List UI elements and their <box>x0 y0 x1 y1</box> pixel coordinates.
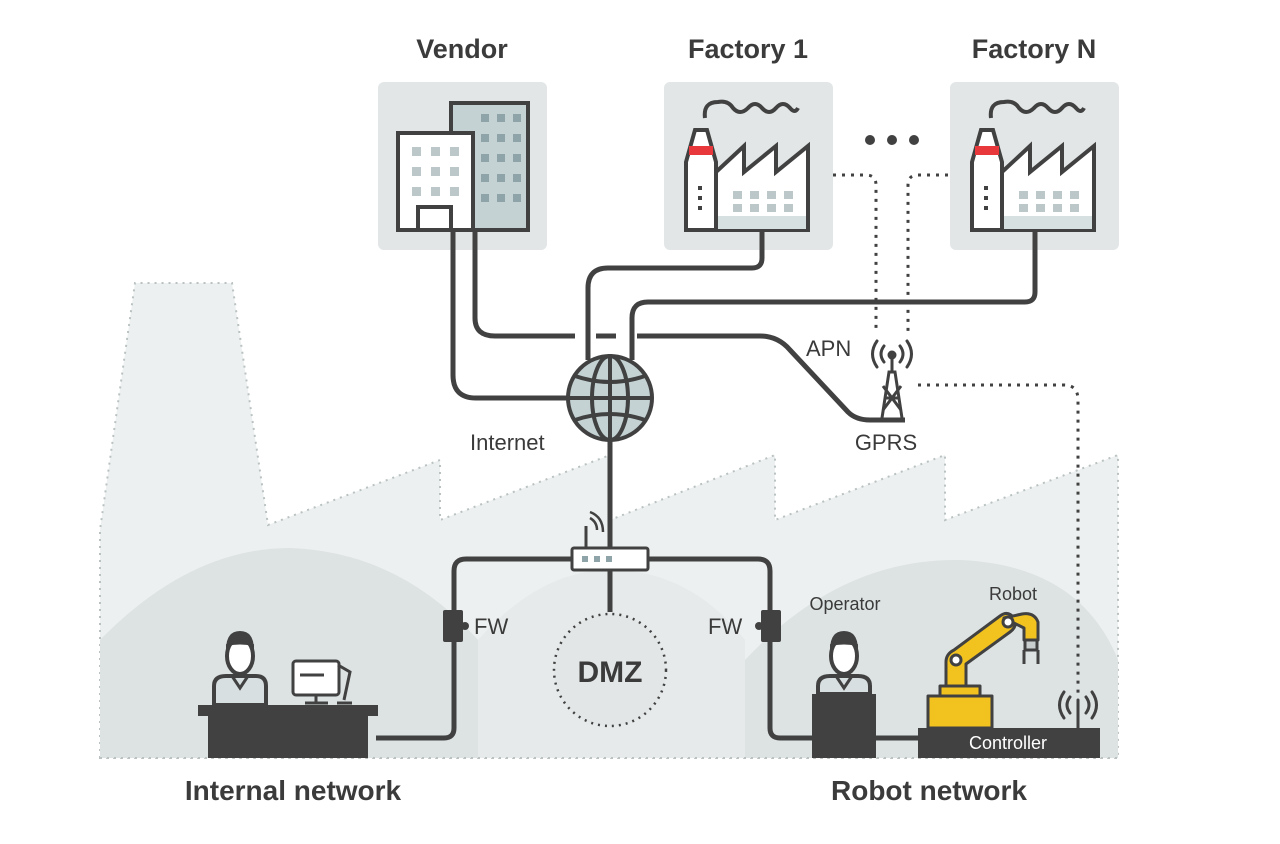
dmz-zone <box>552 612 668 728</box>
monitor-icon <box>291 659 352 705</box>
gprs-label: GPRS <box>855 430 917 455</box>
fw-right-label: FW <box>708 614 742 639</box>
vendor-label: Vendor <box>416 34 508 64</box>
fw-left-label: FW <box>474 614 508 639</box>
robot-operator-person-icon <box>816 630 872 696</box>
factory-1-label: Factory 1 <box>688 34 808 64</box>
internal-zone-shape <box>100 548 478 758</box>
dotted-wireless-links <box>833 173 1080 696</box>
vendor-building-icon <box>396 101 530 232</box>
internet-label: Internet <box>470 430 545 455</box>
firewall-left-icon <box>443 610 469 642</box>
controller-box <box>918 728 1100 758</box>
robot-label: Robot <box>989 584 1037 604</box>
factory-n-label: Factory N <box>972 34 1097 64</box>
internal-operator-person-icon <box>212 630 268 707</box>
robot-network-label: Robot network <box>831 775 1027 806</box>
dmz-label: DMZ <box>578 656 643 689</box>
globe-icon <box>566 354 654 442</box>
more-factories-ellipsis <box>865 135 919 145</box>
controller-label: Controller <box>969 733 1047 753</box>
firewall-right-icon <box>755 610 781 642</box>
robot-arm-icon <box>926 611 1040 730</box>
factory-1-icon <box>684 99 810 232</box>
controller-wireless-icon <box>1058 690 1098 730</box>
apn-label: APN <box>806 336 851 361</box>
connection-lines <box>376 232 1038 741</box>
router-icon <box>570 510 650 572</box>
apn-signal-icon <box>871 339 913 369</box>
robot-operator-desk <box>812 694 876 758</box>
internal-desk <box>198 705 378 758</box>
cell-tower-icon <box>880 350 904 419</box>
operator-label: Operator <box>809 594 880 614</box>
factory-n-icon <box>970 99 1096 232</box>
internal-network-label: Internal network <box>185 775 402 806</box>
